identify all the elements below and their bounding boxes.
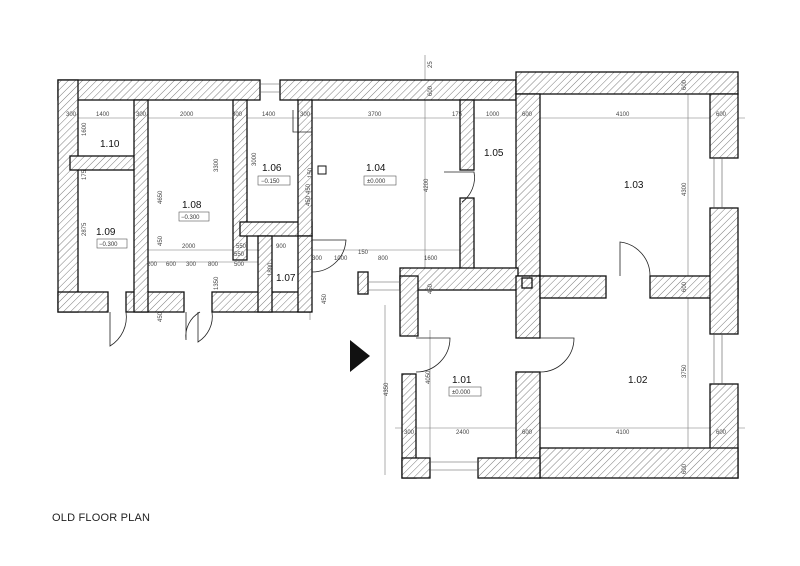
room-number-1-07: 1.07 xyxy=(276,273,296,284)
svg-text:4200: 4200 xyxy=(424,178,430,192)
room-level-1-04: ±0.000 xyxy=(367,179,386,185)
room-number-1-05: 1.05 xyxy=(484,148,504,159)
svg-text:1800: 1800 xyxy=(268,262,274,276)
svg-text:2400: 2400 xyxy=(456,430,470,436)
room-number-1-01: 1.01 xyxy=(452,375,472,386)
svg-text:2000: 2000 xyxy=(180,112,194,118)
svg-text:1000: 1000 xyxy=(334,256,348,262)
svg-text:2000: 2000 xyxy=(182,244,196,250)
room-level-1-08: −0.300 xyxy=(181,215,200,221)
svg-text:450: 450 xyxy=(158,235,164,246)
svg-text:3000: 3000 xyxy=(252,152,258,166)
svg-text:600: 600 xyxy=(522,112,533,118)
svg-text:300: 300 xyxy=(300,112,311,118)
svg-text:1600: 1600 xyxy=(424,256,438,262)
svg-text:4100: 4100 xyxy=(616,112,630,118)
svg-text:450: 450 xyxy=(306,195,312,206)
svg-text:600: 600 xyxy=(522,430,533,436)
windows xyxy=(260,83,723,471)
svg-text:1000: 1000 xyxy=(486,112,500,118)
svg-text:450: 450 xyxy=(428,283,434,294)
svg-text:500: 500 xyxy=(234,262,245,268)
svg-text:300: 300 xyxy=(232,112,243,118)
svg-text:550: 550 xyxy=(234,252,245,258)
dimension-labels: 300 1400 300 2000 300 1400 300 3700 175 … xyxy=(66,61,727,474)
walls xyxy=(57,71,739,479)
svg-text:450: 450 xyxy=(322,293,328,304)
svg-text:150: 150 xyxy=(308,167,314,178)
svg-text:3700: 3700 xyxy=(368,112,382,118)
plan-caption: OLD FLOOR PLAN xyxy=(52,512,151,524)
svg-text:3300: 3300 xyxy=(214,158,220,172)
svg-text:175: 175 xyxy=(452,112,463,118)
svg-text:1600: 1600 xyxy=(82,122,88,136)
svg-text:1400: 1400 xyxy=(262,112,276,118)
room-labels: 1.10 1.09 −0.300 1.08 −0.300 1.06 −0.150… xyxy=(96,139,648,397)
room-number-1-02: 1.02 xyxy=(628,375,648,386)
svg-text:600: 600 xyxy=(682,281,688,292)
svg-text:600: 600 xyxy=(682,79,688,90)
svg-text:600: 600 xyxy=(716,430,727,436)
room-number-1-06: 1.06 xyxy=(262,163,282,174)
svg-text:450: 450 xyxy=(306,183,312,194)
room-number-1-04: 1.04 xyxy=(366,163,386,174)
svg-text:4650: 4650 xyxy=(158,190,164,204)
svg-text:550: 550 xyxy=(236,244,247,250)
svg-text:450: 450 xyxy=(158,311,164,322)
room-number-1-09: 1.09 xyxy=(96,227,116,238)
svg-text:3750: 3750 xyxy=(682,364,688,378)
svg-text:175: 175 xyxy=(82,169,88,180)
svg-text:2875: 2875 xyxy=(82,222,88,236)
svg-text:800: 800 xyxy=(378,256,389,262)
svg-text:1400: 1400 xyxy=(96,112,110,118)
svg-text:1350: 1350 xyxy=(214,276,220,290)
room-level-1-06: −0.150 xyxy=(261,179,280,185)
room-level-1-09: −0.300 xyxy=(99,242,118,248)
svg-text:300: 300 xyxy=(186,262,197,268)
svg-text:150: 150 xyxy=(358,250,369,256)
svg-text:300: 300 xyxy=(404,430,415,436)
svg-text:600: 600 xyxy=(428,85,434,96)
svg-text:4350: 4350 xyxy=(384,382,390,396)
room-number-1-10: 1.10 xyxy=(100,139,120,150)
svg-text:600: 600 xyxy=(716,112,727,118)
svg-text:25: 25 xyxy=(428,61,434,68)
room-number-1-08: 1.08 xyxy=(182,200,202,211)
svg-text:300: 300 xyxy=(66,112,77,118)
doors xyxy=(109,110,651,373)
svg-text:600: 600 xyxy=(682,463,688,474)
svg-text:900: 900 xyxy=(276,244,287,250)
svg-text:4100: 4100 xyxy=(616,430,630,436)
svg-text:300: 300 xyxy=(136,112,147,118)
svg-text:200: 200 xyxy=(147,262,158,268)
svg-text:300: 300 xyxy=(312,256,323,262)
svg-text:800: 800 xyxy=(208,262,219,268)
svg-text:4300: 4300 xyxy=(682,182,688,196)
svg-text:4050: 4050 xyxy=(426,370,432,384)
chimney-marker xyxy=(317,165,327,175)
room-level-1-01: ±0.000 xyxy=(452,390,471,396)
entrance-arrow xyxy=(350,340,370,372)
svg-text:600: 600 xyxy=(166,262,177,268)
room-number-1-03: 1.03 xyxy=(624,180,644,191)
